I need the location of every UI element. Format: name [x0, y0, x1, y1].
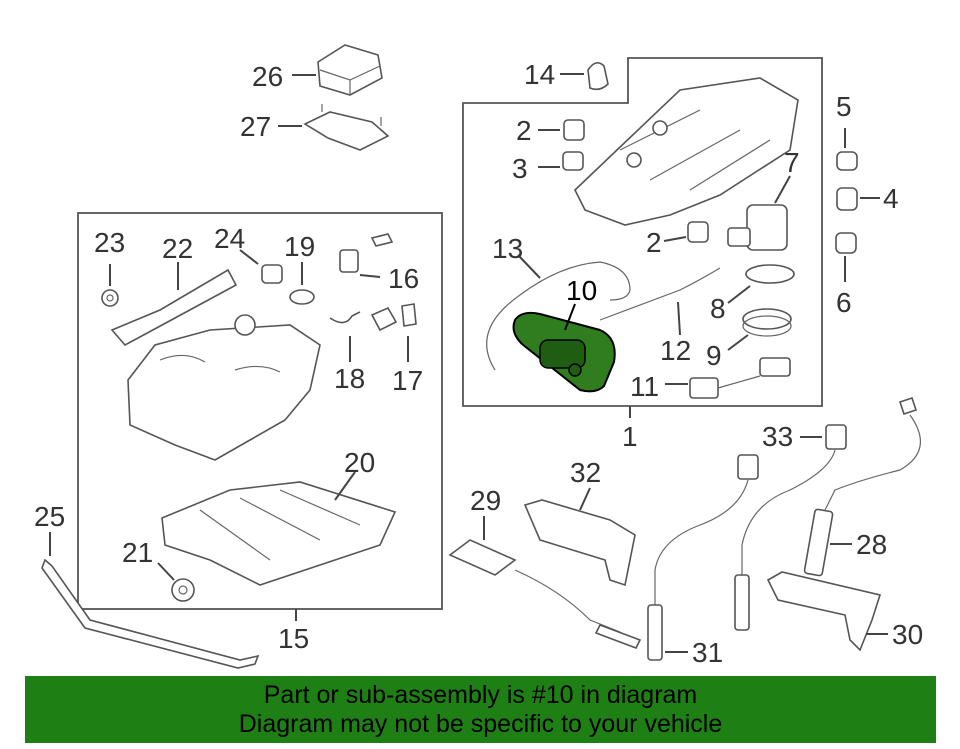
part-2-bushing-mid[interactable]	[687, 221, 709, 243]
callout-24: 24	[214, 223, 245, 254]
callout-2a: 2	[516, 115, 532, 146]
part-10-highlighted[interactable]	[512, 311, 616, 393]
callout-26: 26	[252, 61, 283, 92]
callout-27: 27	[240, 111, 271, 142]
callout-22: 22	[162, 233, 193, 264]
callout-9: 9	[706, 340, 722, 371]
part-17-cap[interactable]	[370, 303, 417, 332]
part-6-cap[interactable]	[835, 232, 857, 254]
part-3-bushing[interactable]	[562, 151, 584, 171]
part-11-connector[interactable]	[689, 357, 791, 399]
callout-1: 1	[622, 421, 638, 452]
callout-3: 3	[512, 153, 528, 184]
callout-10: 10	[566, 275, 597, 306]
part-32-bracket[interactable]	[523, 499, 636, 587]
callout-32: 32	[570, 457, 601, 488]
callout-30: 30	[892, 619, 923, 650]
part-33-sensor[interactable]	[734, 424, 847, 631]
part-25-strap[interactable]	[41, 558, 260, 669]
callout-8: 8	[710, 293, 726, 324]
part-22-strap[interactable]	[110, 268, 238, 347]
callout-2b: 2	[646, 227, 662, 258]
part-30-bracket[interactable]	[766, 571, 882, 652]
part-9-lock-ring[interactable]	[742, 308, 792, 337]
leader-10	[564, 303, 576, 331]
part-5-cap[interactable]	[836, 151, 858, 171]
part-19-clamp[interactable]	[289, 289, 315, 305]
callout-14: 14	[524, 59, 555, 90]
part-26-module[interactable]	[317, 44, 383, 96]
part-20-heat-shield[interactable]	[161, 481, 397, 586]
callout-29: 29	[470, 485, 501, 516]
info-banner: Part or sub-assembly is #10 in diagram D…	[25, 676, 936, 743]
callout-23: 23	[94, 227, 125, 258]
callout-18: 18	[334, 363, 365, 394]
callout-7: 7	[784, 147, 800, 178]
callout-31: 31	[692, 637, 723, 668]
callout-28: 28	[856, 529, 887, 560]
part-4-bushing[interactable]	[836, 187, 858, 211]
callout-4: 4	[883, 183, 899, 214]
part-31-sensor[interactable]	[647, 454, 759, 661]
wiring-harness-13	[486, 261, 631, 371]
callout-19: 19	[284, 231, 315, 262]
part-7-valve[interactable]	[727, 204, 788, 251]
callout-6: 6	[836, 287, 852, 318]
part-29-sensor[interactable]	[448, 539, 642, 650]
callout-13: 13	[492, 233, 523, 264]
charcoal-canister	[574, 77, 799, 226]
callout-20: 20	[344, 447, 375, 478]
part-28-sensor[interactable]	[803, 396, 921, 577]
callout-5: 5	[836, 91, 852, 122]
part-16-valve[interactable]	[339, 233, 394, 273]
part-18-hose[interactable]	[329, 311, 361, 324]
callout-16: 16	[388, 263, 419, 294]
part-23-washer[interactable]	[101, 289, 119, 307]
banner-line-2: Diagram may not be specific to your vehi…	[238, 710, 723, 738]
frame-assembly-1	[462, 57, 823, 407]
part-8-o-ring[interactable]	[745, 264, 795, 284]
callout-17: 17	[392, 365, 423, 396]
callout-33: 33	[762, 421, 793, 452]
part-2-bushing-top[interactable]	[563, 119, 585, 141]
part-24-cap[interactable]	[261, 264, 283, 284]
part-14-grommet[interactable]	[587, 62, 609, 91]
fuel-tank	[127, 314, 321, 461]
callout-12: 12	[660, 335, 691, 366]
callout-11: 11	[630, 371, 659, 402]
callout-21: 21	[122, 537, 153, 568]
callout-15: 15	[278, 623, 309, 654]
part-27-bracket[interactable]	[303, 104, 390, 151]
frame-assembly-15	[77, 212, 443, 610]
harness-12	[599, 267, 721, 321]
banner-line-1: Part or sub-assembly is #10 in diagram	[263, 681, 698, 709]
callout-25: 25	[34, 501, 65, 532]
part-21-nut[interactable]	[171, 578, 195, 602]
